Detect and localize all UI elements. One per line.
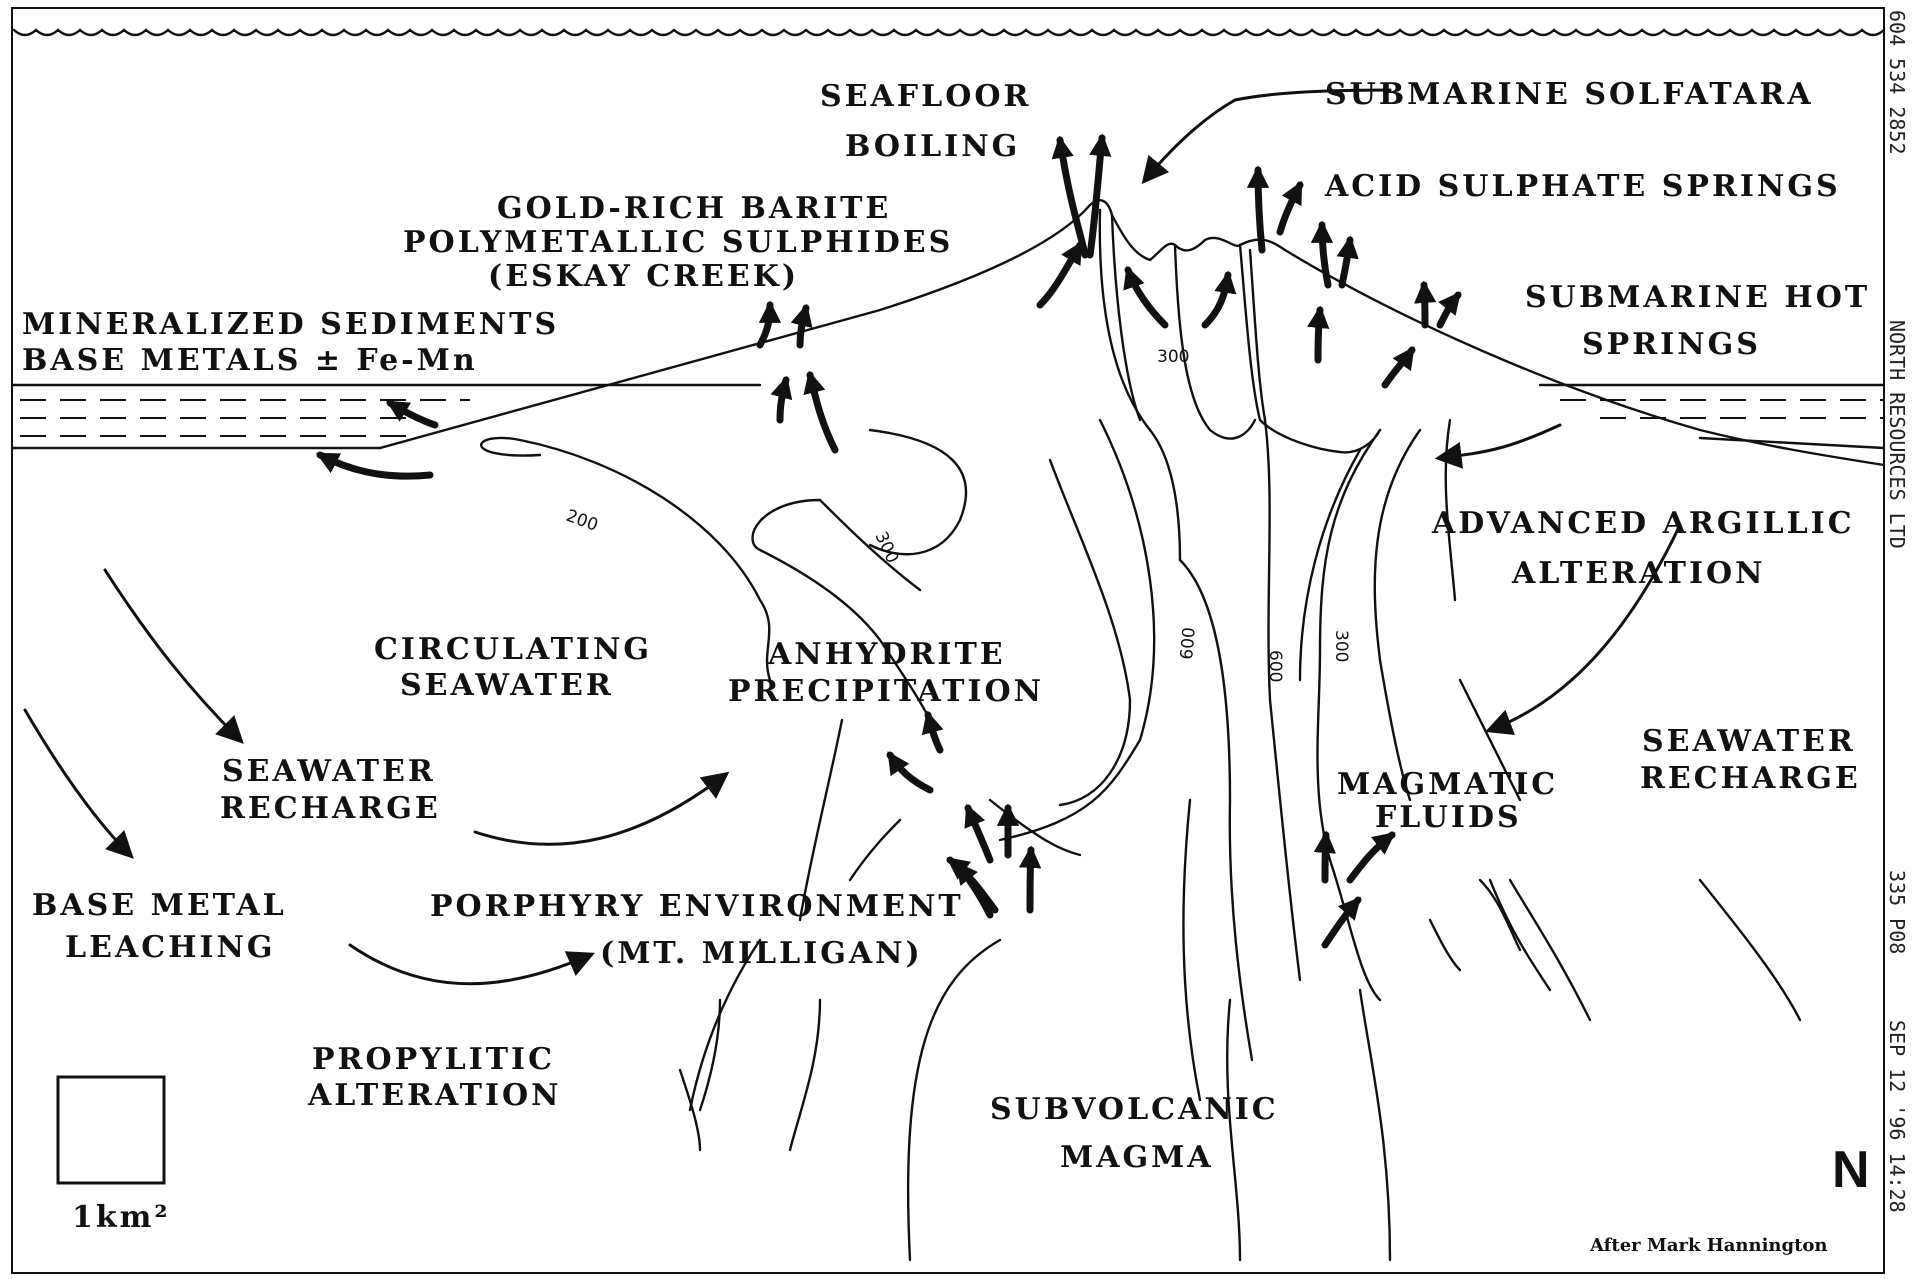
circulating-label: CIRCULATING — [374, 632, 652, 667]
fax-phone: 604 534 2852 — [1885, 10, 1909, 155]
fax-header: 604 534 2852 NORTH RESOURCES LTD 335 P08… — [1885, 10, 1909, 1213]
isotherm-300-vent-label: 300 — [1157, 347, 1189, 367]
polymetallic-sulphides-label: POLYMETALLIC SULPHIDES — [403, 225, 953, 260]
isotherm-600-right-label: 600 — [1265, 650, 1285, 682]
alteration-propylitic-label: ALTERATION — [307, 1078, 562, 1113]
isotherm-600-left-label: 600 — [1177, 626, 1200, 660]
isotherm-lines — [481, 420, 1800, 1260]
propylitic-label: PROPYLITIC — [312, 1042, 555, 1077]
boiling-label: BOILING — [845, 129, 1020, 164]
leaching-label: LEACHING — [65, 930, 276, 965]
seawater-recharge-right-label: SEAWATER — [1642, 724, 1856, 759]
seafloor-label: SEAFLOOR — [820, 79, 1031, 114]
fax-company: NORTH RESOURCES LTD — [1885, 320, 1909, 549]
eskay-creek-label: (ESKAY CREEK) — [488, 259, 799, 294]
submarine-solfatara-label: SUBMARINE SOLFATARA — [1325, 77, 1814, 112]
subvolcanic-label: SUBVOLCANIC — [990, 1092, 1279, 1127]
mineralized-sediments-label: MINERALIZED SEDIMENTS — [22, 307, 559, 342]
porphyry-environment-label: PORPHYRY ENVIRONMENT — [430, 889, 964, 924]
alteration-argillic-label: ALTERATION — [1511, 556, 1766, 591]
magma-label: MAGMA — [1060, 1140, 1214, 1175]
submarine-hot-label: SUBMARINE HOT — [1525, 280, 1870, 315]
advanced-argillic-label: ADVANCED ARGILLIC — [1431, 506, 1855, 541]
recharge-left-label: RECHARGE — [220, 791, 441, 826]
base-metals-fe-mn-label: BASE METALS ± Fe-Mn — [22, 343, 478, 378]
scale-label: 1km² — [72, 1200, 171, 1235]
scale-square — [58, 1077, 164, 1183]
seawater-circulating-label: SEAWATER — [400, 668, 614, 703]
sea-surface-line — [14, 30, 1884, 35]
north-indicator: N — [1832, 1141, 1870, 1199]
diagram-labels: SEAFLOOR BOILING SUBMARINE SOLFATARA ACI… — [22, 77, 1870, 1175]
anhydrite-label: ANHYDRITE — [767, 637, 1006, 672]
base-metal-label: BASE METAL — [32, 888, 287, 923]
mt-milligan-label: (MT. MILLIGAN) — [600, 936, 923, 971]
credit-text: After Mark Hannington — [1589, 1235, 1827, 1256]
sediment-layer — [12, 385, 1884, 448]
fax-page: 335 P08 — [1885, 870, 1909, 954]
recharge-right-label: RECHARGE — [1640, 761, 1861, 796]
fax-date: SEP 12 '96 14:28 — [1885, 1020, 1909, 1213]
isotherm-200-label: 200 — [563, 506, 600, 536]
precipitation-label: PRECIPITATION — [728, 674, 1044, 709]
scale-bar: 1km² — [58, 1077, 171, 1235]
springs-label: SPRINGS — [1582, 327, 1761, 362]
isotherm-300-right-label: 300 — [1331, 630, 1351, 662]
fluids-label: FLUIDS — [1375, 800, 1522, 835]
seawater-recharge-left-label: SEAWATER — [222, 754, 436, 789]
magmatic-label: MAGMATIC — [1337, 767, 1558, 802]
gold-rich-barite-label: GOLD-RICH BARITE — [497, 191, 891, 226]
acid-sulphate-springs-label: ACID SULPHATE SPRINGS — [1324, 169, 1841, 204]
isotherm-labels: 200 300 300 600 600 300 — [563, 347, 1351, 682]
